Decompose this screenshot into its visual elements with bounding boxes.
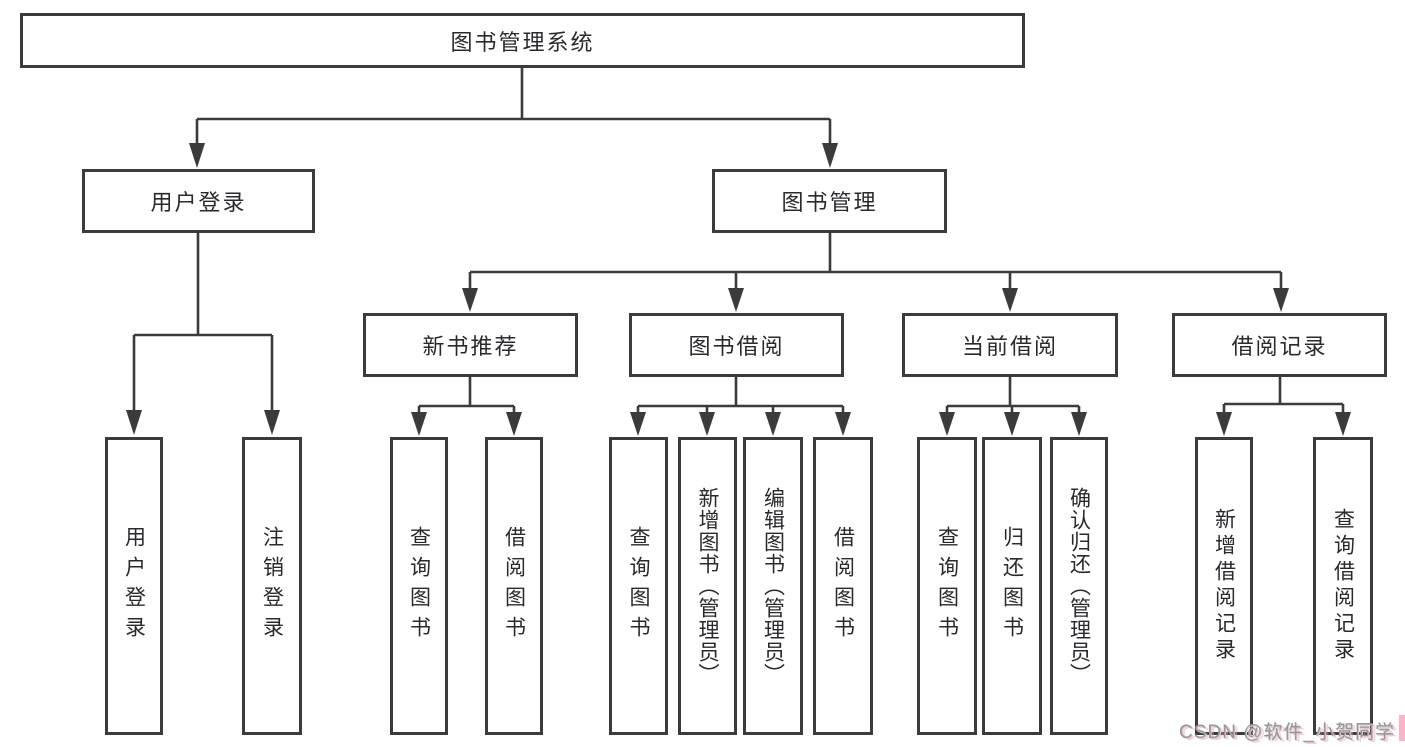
leaf-add-borrow-record: 新增借阅记录	[1195, 437, 1253, 735]
arrowhead	[728, 288, 744, 312]
leaf-label: 新增借阅记录	[1212, 508, 1236, 664]
node-label: 新书推荐	[422, 334, 519, 359]
leaf-label: 确认归还（管理员）	[1067, 487, 1091, 685]
leaf-query-borrow-record: 查询借阅记录	[1313, 437, 1373, 735]
arrowhead	[1216, 412, 1232, 436]
leaf-label: 查询图书	[407, 526, 431, 646]
node-label: 借阅记录	[1231, 334, 1328, 359]
arrowhead-group	[126, 143, 1351, 436]
arrowhead	[1002, 288, 1018, 312]
leaf-query-books-borrowing: 查询图书	[609, 437, 668, 735]
arrowhead	[506, 412, 522, 436]
leaf-label: 归还图书	[1000, 526, 1024, 646]
node-user-login: 用户登录	[82, 169, 315, 233]
arrowhead	[189, 143, 205, 168]
arrowhead	[1071, 412, 1087, 436]
arrowhead	[1004, 412, 1020, 436]
arrowhead	[411, 412, 427, 436]
node-label: 用户登录	[150, 190, 247, 215]
leaf-label: 借阅图书	[502, 526, 526, 646]
node-borrow-records: 借阅记录	[1172, 313, 1387, 377]
arrowhead	[835, 412, 851, 436]
connector-path-group	[132, 67, 1345, 412]
arrowhead	[1273, 288, 1289, 312]
node-book-borrowing: 图书借阅	[629, 313, 844, 377]
leaf-query-books-recommend: 查询图书	[390, 437, 448, 735]
leaf-borrow-books: 借阅图书	[813, 437, 873, 735]
csdn-watermark: CSDN @软件_小贺同学	[1179, 722, 1395, 743]
leaf-label: 用户登录	[122, 526, 146, 646]
node-new-book-recommend: 新书推荐	[363, 313, 578, 377]
leaf-query-books-current: 查询图书	[917, 437, 977, 735]
leaf-label: 编辑图书（管理员）	[761, 487, 785, 685]
node-book-management: 图书管理	[712, 169, 947, 233]
node-label: 图书管理	[781, 190, 878, 215]
node-label: 当前借阅	[961, 334, 1058, 359]
arrowhead	[822, 143, 838, 168]
leaf-label: 借阅图书	[831, 526, 855, 646]
leaf-edit-book-admin: 编辑图书（管理员）	[743, 437, 803, 735]
leaf-label: 新增图书（管理员）	[696, 487, 719, 685]
node-system-root: 图书管理系统	[20, 13, 1025, 68]
leaf-label: 查询借阅记录	[1331, 508, 1355, 664]
leaf-return-books: 归还图书	[982, 437, 1042, 735]
arrowhead	[462, 288, 478, 312]
node-current-borrowing: 当前借阅	[902, 313, 1118, 377]
leaf-confirm-return-admin: 确认归还（管理员）	[1050, 437, 1108, 735]
arrowhead	[1335, 412, 1351, 436]
arrowhead	[126, 410, 142, 435]
node-label: 图书管理系统	[450, 29, 595, 55]
leaf-add-book-admin: 新增图书（管理员）	[678, 437, 737, 735]
leaf-label: 查询图书	[627, 526, 650, 646]
leaf-user-login: 用户登录	[105, 437, 163, 735]
connector-path	[132, 67, 1345, 412]
leaf-borrow-books-recommend: 借阅图书	[485, 437, 543, 735]
arrowhead	[939, 412, 955, 436]
arrowhead	[264, 410, 280, 435]
leaf-label: 注销登录	[260, 526, 284, 646]
arrowhead	[699, 412, 715, 436]
leaf-logout: 注销登录	[242, 437, 302, 735]
watermark-pink-strip	[1399, 715, 1405, 741]
node-label: 图书借阅	[688, 334, 785, 359]
leaf-label: 查询图书	[935, 526, 959, 646]
arrowhead	[630, 412, 646, 436]
arrowhead	[765, 412, 781, 436]
